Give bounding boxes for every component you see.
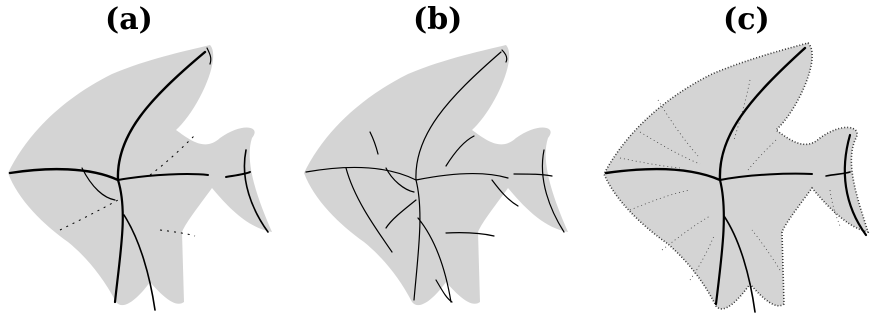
fish-silhouette (603, 42, 870, 310)
fish-silhouette (8, 45, 272, 306)
skeleton-fragments (59, 134, 196, 237)
fish-skeleton-panel-a (8, 45, 272, 311)
panel-label-c: (c) (723, 2, 770, 37)
fish-silhouette (304, 45, 568, 306)
fish-skeleton-panel-c (603, 42, 870, 313)
fish-skeleton-panel-b (304, 45, 568, 306)
skeleton-lines (8, 47, 269, 311)
noise-spurs (619, 79, 841, 281)
skeleton-lines (604, 46, 868, 313)
skeleton-lines (305, 49, 565, 303)
panel-label-b: (b) (413, 2, 463, 37)
panel-label-a: (a) (105, 2, 153, 37)
